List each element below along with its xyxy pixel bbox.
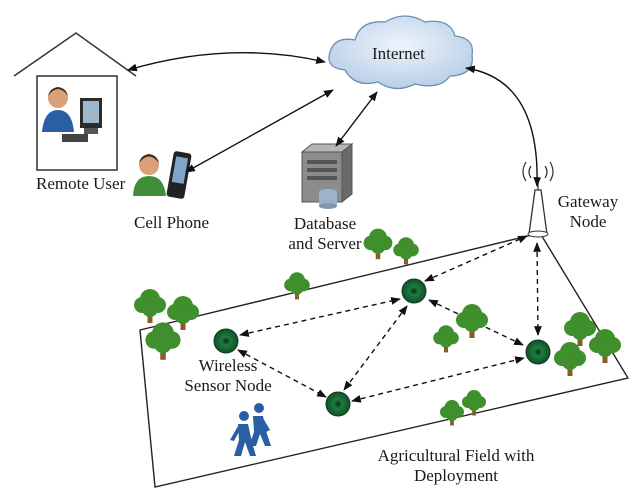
- tree-icon: [554, 342, 586, 376]
- internet-cloud-icon: [328, 15, 474, 90]
- gateway-label-line1: Gateway: [557, 192, 619, 211]
- house-icon: [13, 32, 137, 171]
- database-label-line2: and Server: [288, 234, 362, 253]
- sensor-node: [401, 278, 427, 304]
- tree-icon: [284, 272, 310, 300]
- sensor-node: [213, 328, 239, 354]
- tree-icon: [363, 228, 393, 260]
- cell-phone-user-icon: [133, 151, 192, 199]
- gateway-node-label: Gateway Node: [548, 192, 628, 232]
- tree-icon: [393, 237, 419, 265]
- wsn-label-line2: Sensor Node: [184, 376, 272, 395]
- field-label-line2: Deployment: [413, 466, 499, 485]
- database-server-label: Database and Server: [280, 214, 370, 254]
- tree-icon: [589, 329, 621, 363]
- walking-people-icon: [230, 403, 271, 456]
- user-at-computer-icon: [42, 87, 102, 142]
- database-server-icon: [300, 142, 354, 209]
- cell-phone-label: Cell Phone: [134, 213, 210, 232]
- field-label-line1: Agricultural Field with: [377, 446, 535, 465]
- network-links: [127, 52, 542, 187]
- tree-icon: [462, 390, 486, 416]
- wsn-label-line1: Wireless: [198, 356, 258, 375]
- wireless-sensor-node-label: Wireless Sensor Node: [168, 356, 288, 396]
- tree-icon: [456, 304, 488, 338]
- tree-icon: [564, 312, 596, 346]
- database-label-line1: Database: [293, 214, 357, 233]
- tree-icon: [134, 289, 166, 323]
- internet-label: Internet: [372, 44, 425, 63]
- sensor-node: [325, 391, 351, 417]
- sensor-node: [525, 339, 551, 365]
- tree-icon: [440, 400, 464, 426]
- gateway-label-line2: Node: [569, 212, 607, 231]
- sensor-mesh-links: [237, 235, 542, 403]
- trees: [134, 228, 621, 426]
- tree-icon: [145, 322, 181, 360]
- agricultural-field-label: Agricultural Field with Deployment: [356, 446, 556, 486]
- remote-user-label: Remote User: [36, 174, 126, 193]
- tree-icon: [433, 325, 459, 353]
- tree-icon: [167, 296, 199, 330]
